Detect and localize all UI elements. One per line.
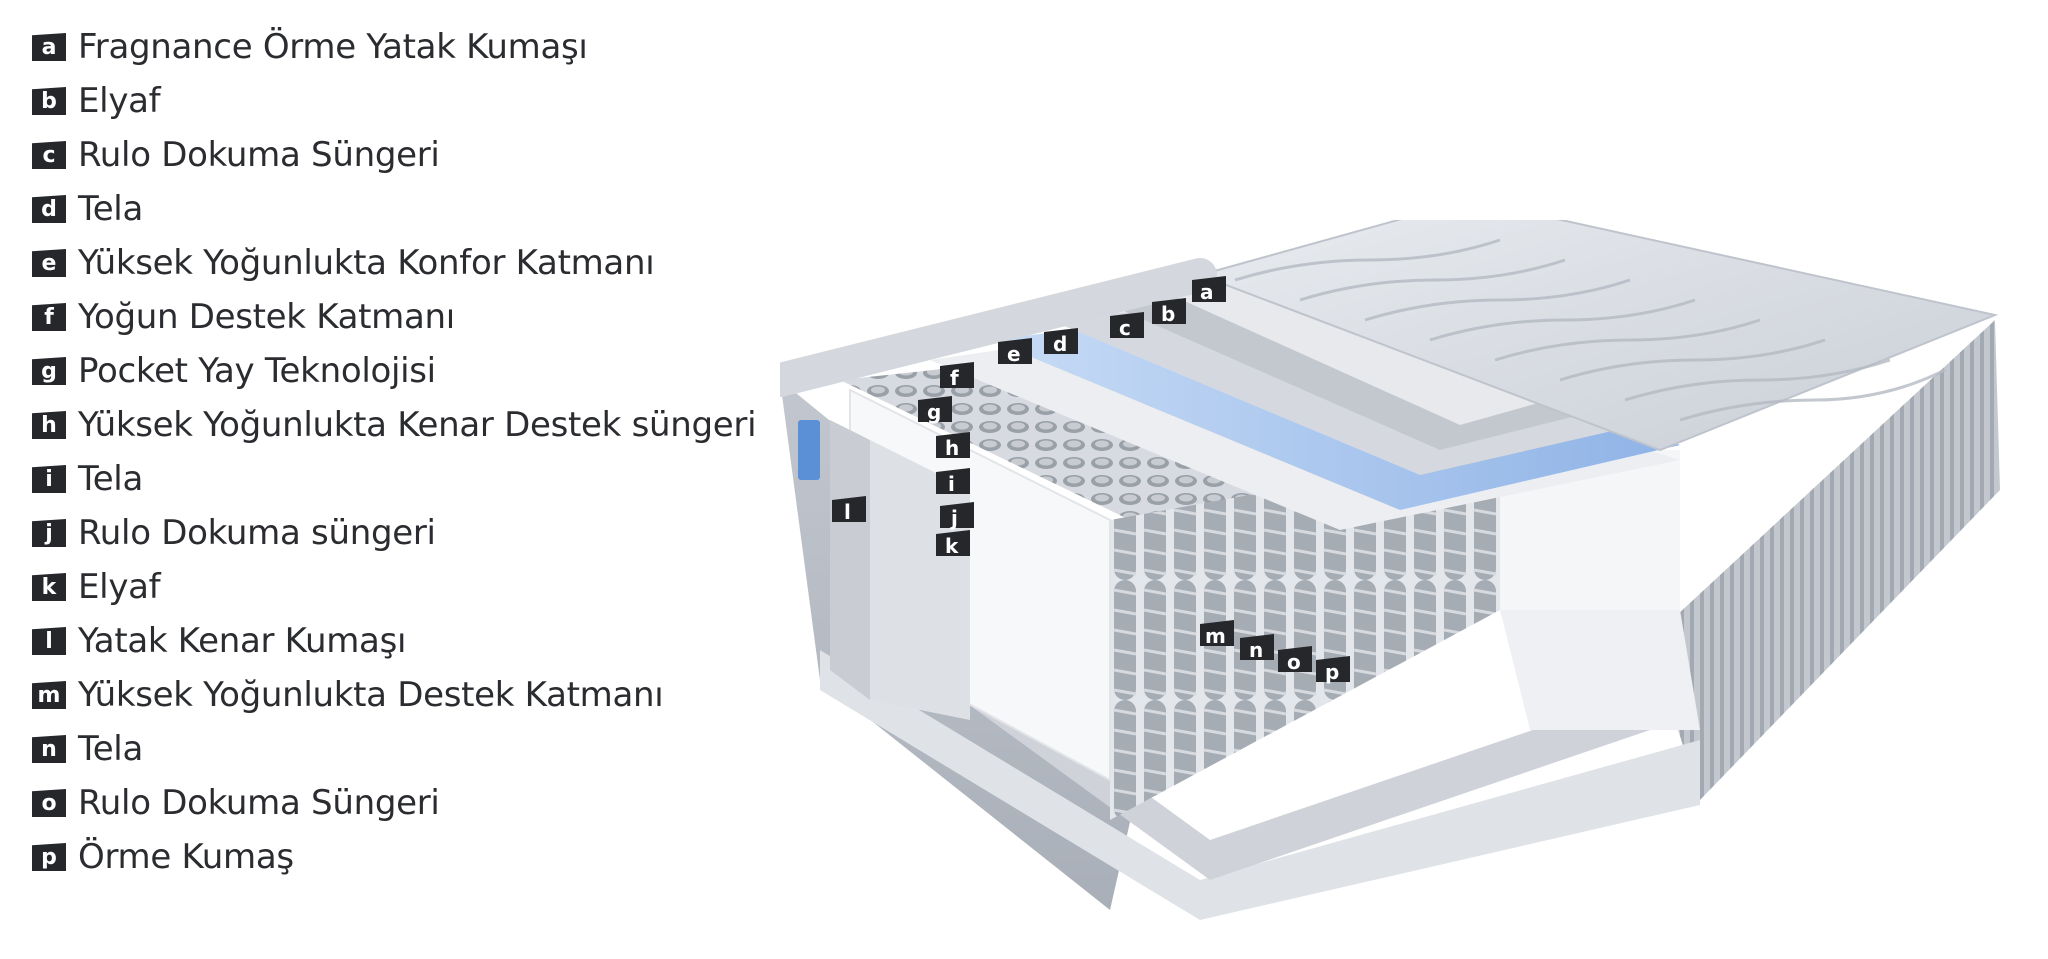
tag-g: g <box>918 396 952 424</box>
legend-label: Tela <box>78 189 143 229</box>
mattress-side-right <box>1650 320 2000 800</box>
legend-label: Yüksek Yoğunlukta Kenar Destek süngeri <box>78 405 757 445</box>
edge-foam-right <box>1500 450 1680 610</box>
legend-item-k: k Elyaf <box>32 560 792 614</box>
tag-m: m <box>1200 620 1234 648</box>
tag-letter: l <box>844 500 851 524</box>
legend-label: Tela <box>78 729 143 769</box>
tag-letter: c <box>1119 316 1131 340</box>
legend-item-p: p Örme Kumaş <box>32 830 792 884</box>
legend-item-h: h Yüksek Yoğunlukta Kenar Destek süngeri <box>32 398 792 452</box>
legend-item-a: a Fragnance Örme Yatak Kumaşı <box>32 20 792 74</box>
tag-k: k <box>936 530 970 558</box>
tag-letter: o <box>1287 650 1301 674</box>
tag-n: n <box>1240 634 1274 662</box>
edge-foam-corner <box>1500 610 1700 730</box>
legend-item-c: c Rulo Dokuma Süngeri <box>32 128 792 182</box>
tag-o: o <box>1278 646 1312 674</box>
letter-badge: d <box>32 195 66 223</box>
legend-label: Yüksek Yoğunlukta Destek Katmanı <box>78 675 664 715</box>
tag-letter: m <box>1205 624 1226 648</box>
legend-label: Yoğun Destek Katmanı <box>78 297 455 337</box>
tag-h: h <box>936 432 970 460</box>
quilting-lines <box>1234 238 1946 422</box>
tag-letter: i <box>948 472 955 496</box>
letter-badge: h <box>32 411 66 439</box>
pocket-spring-front <box>1110 450 1500 820</box>
tag-letter: a <box>1200 280 1214 304</box>
tag-letter: n <box>1249 638 1263 662</box>
legend-item-n: n Tela <box>32 722 792 776</box>
letter-badge: p <box>32 843 66 871</box>
legend-label: Yatak Kenar Kumaşı <box>78 621 407 661</box>
tag-d: d <box>1044 328 1078 356</box>
legend-item-i: i Tela <box>32 452 792 506</box>
legend-label: Rulo Dokuma Süngeri <box>78 783 440 823</box>
legend-label: Tela <box>78 459 143 499</box>
tag-l: l <box>832 496 866 524</box>
legend-label: Elyaf <box>78 567 161 607</box>
tag-f: f <box>940 362 974 390</box>
tag-letter: h <box>945 436 959 460</box>
legend-label: Fragnance Örme Yatak Kumaşı <box>78 27 588 67</box>
letter-badge: f <box>32 303 66 331</box>
legend-item-b: b Elyaf <box>32 74 792 128</box>
brand-label <box>798 420 820 480</box>
tag-letter: d <box>1053 332 1067 356</box>
letter-badge: a <box>32 33 66 61</box>
letter-badge: c <box>32 141 66 169</box>
legend-item-m: m Yüksek Yoğunlukta Destek Katmanı <box>32 668 792 722</box>
letter-badge: l <box>32 627 66 655</box>
legend-label: Örme Kumaş <box>78 837 294 877</box>
legend-item-d: d Tela <box>32 182 792 236</box>
legend-item-l: l Yatak Kenar Kumaşı <box>32 614 792 668</box>
side-roll-foam <box>830 420 870 700</box>
knit-top-fabric <box>1196 220 1999 452</box>
letter-badge: n <box>32 735 66 763</box>
legend-item-j: j Rulo Dokuma süngeri <box>32 506 792 560</box>
letter-badge: m <box>32 681 66 709</box>
front-top-edge <box>780 258 1217 397</box>
tag-e: e <box>998 338 1032 366</box>
letter-badge: k <box>32 573 66 601</box>
legend-item-f: f Yoğun Destek Katmanı <box>32 290 792 344</box>
legend-label: Elyaf <box>78 81 161 121</box>
tag-c: c <box>1110 312 1144 340</box>
tag-j: j <box>940 502 974 530</box>
tag-i: i <box>936 468 970 496</box>
legend-label: Yüksek Yoğunlukta Konfor Katmanı <box>78 243 655 283</box>
tag-b: b <box>1152 298 1186 326</box>
legend-label: Pocket Yay Teknolojisi <box>78 351 436 391</box>
letter-badge: i <box>32 465 66 493</box>
tag-letter: e <box>1007 342 1021 366</box>
tag-letter: g <box>927 400 941 424</box>
legend-label: Rulo Dokuma süngeri <box>78 513 436 553</box>
tag-letter: f <box>950 366 959 390</box>
tag-a: a <box>1192 276 1226 304</box>
letter-badge: j <box>32 519 66 547</box>
tag-letter: k <box>945 534 959 558</box>
tag-p: p <box>1316 656 1350 684</box>
legend-label: Rulo Dokuma Süngeri <box>78 135 440 175</box>
letter-badge: o <box>32 789 66 817</box>
letter-badge: b <box>32 87 66 115</box>
legend-item-o: o Rulo Dokuma Süngeri <box>32 776 792 830</box>
letter-badge: g <box>32 357 66 385</box>
tag-letter: b <box>1161 302 1175 326</box>
mattress-cutaway-diagram: a b c d e f g h i j k l m n o p <box>780 220 2000 920</box>
letter-badge: e <box>32 249 66 277</box>
tag-letter: j <box>950 506 958 530</box>
bottom-knit-fabric <box>820 650 1700 920</box>
legend-item-e: e Yüksek Yoğunlukta Konfor Katmanı <box>32 236 792 290</box>
tag-letter: p <box>1325 660 1339 684</box>
legend-item-g: g Pocket Yay Teknolojisi <box>32 344 792 398</box>
